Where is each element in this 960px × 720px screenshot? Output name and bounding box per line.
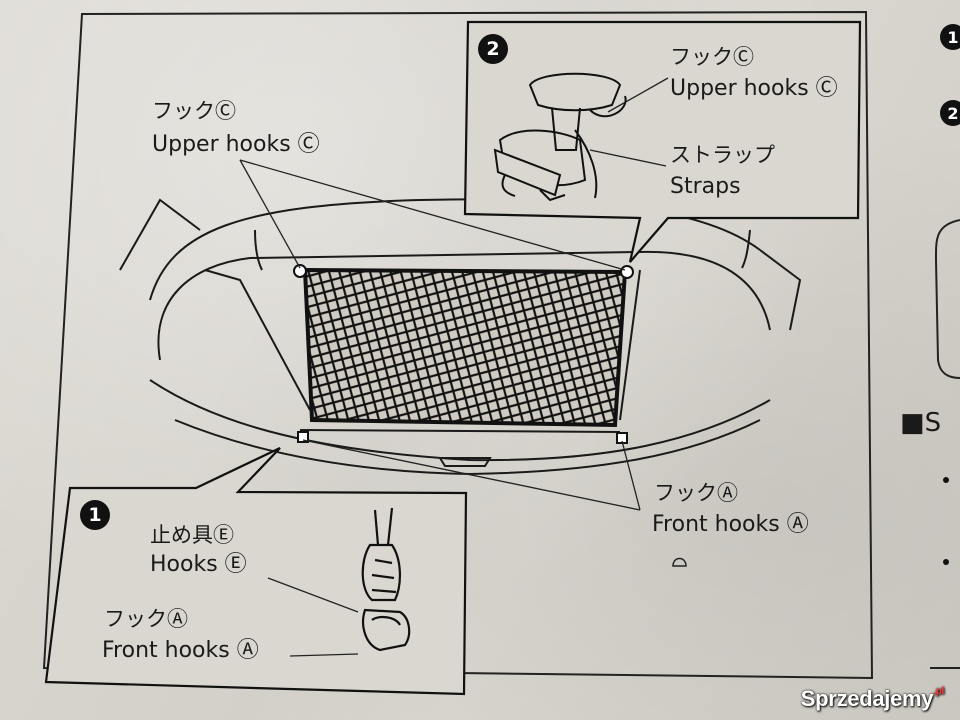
step-1-badge: 1 [80, 500, 110, 530]
watermark-logo: Sprzedajemy.pl [801, 686, 944, 712]
right-edge-panel [934, 219, 960, 379]
callout2-upper-hooks-jp: フックⒸ [670, 45, 754, 69]
callout2-straps-en: Straps [670, 174, 741, 199]
upper-hooks-leaders [239, 159, 626, 271]
main-front-hooks-jp: フックⒶ [654, 481, 738, 505]
callout-1-box [44, 447, 468, 696]
cargo-net [302, 267, 628, 428]
watermark-text: Sprzedajemy [800, 686, 934, 711]
strap-hook-detail [493, 72, 627, 202]
page-frame [42, 10, 874, 680]
main-upper-hooks-en: Upper hooks Ⓒ [152, 132, 320, 157]
watermark-suffix: .pl [933, 686, 944, 697]
main-upper-hooks-jp: フックⒸ [152, 99, 236, 123]
callout1-front-hooks-jp: フックⒶ [104, 607, 188, 631]
right-section-heading: ■S [900, 408, 942, 438]
car-trunk-outline [119, 198, 802, 476]
right-step-2-number: 2 [947, 103, 959, 123]
front-hooks-leaders [302, 439, 641, 511]
step-2-badge: 2 [478, 34, 508, 64]
right-step-1-badge: 1 [940, 24, 960, 50]
callout1-front-hooks-en: Front hooks Ⓐ [102, 638, 259, 663]
main-front-hooks-en: Front hooks Ⓐ [652, 512, 809, 537]
callout1-hooks-e-en: Hooks Ⓔ [150, 552, 247, 577]
right-step-1-number: 1 [947, 27, 959, 47]
right-step-2-badge: 2 [940, 100, 960, 126]
callout-2-box [463, 20, 862, 263]
callout1-hooks-e-jp: 止め具Ⓔ [150, 523, 234, 547]
callout2-upper-hooks-en: Upper hooks Ⓒ [670, 76, 838, 101]
callout2-straps-jp: ストラップ [670, 143, 775, 167]
front-hook-detail [361, 507, 411, 652]
step-1-number: 1 [88, 504, 102, 526]
net-hooks [293, 264, 634, 444]
step-2-number: 2 [486, 38, 500, 60]
